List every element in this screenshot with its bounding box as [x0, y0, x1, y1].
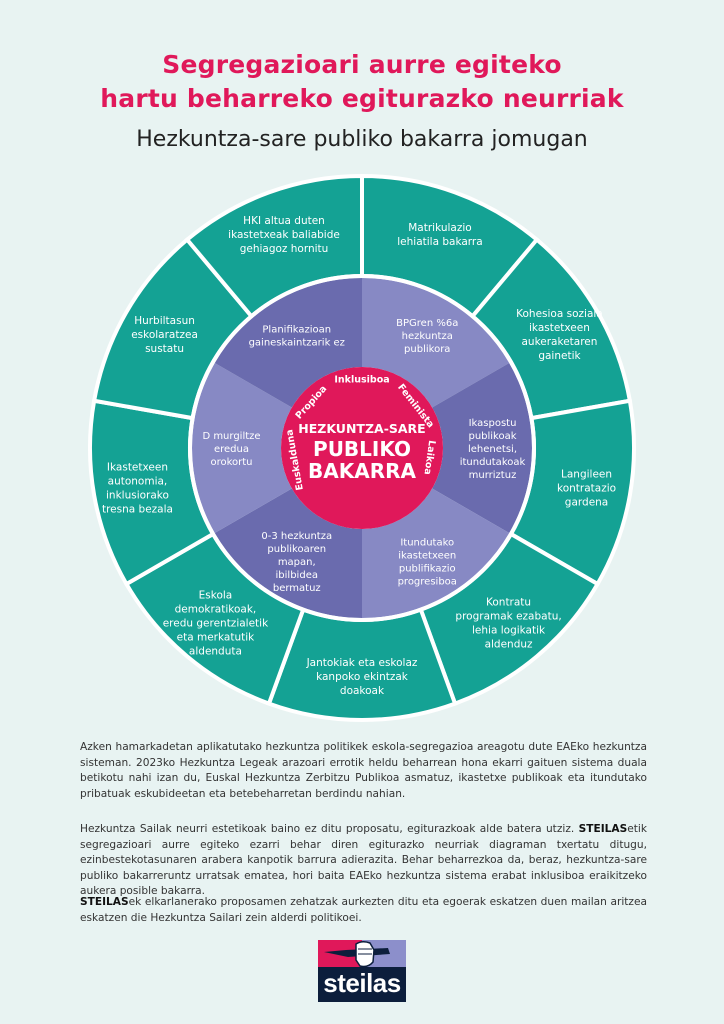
p3-text: ek elkarlanerako proposamen zehatzak aur… — [80, 896, 647, 924]
outer-segment-label: sustatu — [145, 343, 184, 355]
center-value-word: Laikoa — [421, 440, 437, 476]
title-line-2: hartu beharreko egiturazko neurriak — [100, 84, 624, 113]
outer-segment-label: lehiatila bakarra — [397, 236, 482, 248]
inner-segment-label: eredua — [214, 444, 249, 455]
outer-segment-label: Ikastetxeen — [107, 462, 168, 474]
outer-segment-label: gehiagoz hornitu — [240, 243, 329, 255]
center-value-word: Inklusiboa — [334, 375, 389, 386]
inner-segment-label: publifikazio — [399, 564, 456, 575]
subtitle: Hezkuntza-sare publiko bakarra jomugan — [136, 127, 588, 152]
inner-segment-label: publikoaren — [267, 544, 326, 555]
inner-segment-label: ikastetxeen — [398, 551, 456, 562]
outer-segment-label: aldenduta — [189, 646, 242, 658]
outer-segment-label: inklusiorako — [106, 490, 169, 502]
title-line-1: Segregazioari aurre egiteko — [162, 50, 562, 79]
outer-segment-label: eta merkatutik — [177, 632, 255, 644]
p2-text-end: etik segregazioari aurre egiteko ezarri … — [80, 823, 647, 897]
outer-segment-label: doakoak — [340, 685, 385, 697]
outer-segment-label: aukeraketaren — [521, 336, 597, 348]
inner-segment-label: Itundutako — [400, 538, 454, 549]
outer-segment-label: demokratikoak, — [175, 604, 257, 616]
p2-steilas-bold: STEILAS — [578, 823, 628, 835]
p2-text-start: Hezkuntza Sailak neurri estetikoak baino… — [80, 823, 579, 835]
inner-segment-label: hezkuntza — [402, 331, 453, 342]
outer-segment-label: Jantokiak eta eskolaz — [306, 657, 418, 669]
inner-segment-label: ibilbidea — [276, 570, 318, 581]
center-title-line-3: BAKARRA — [308, 459, 417, 483]
inner-segment-label: itundutakoak — [460, 457, 526, 468]
outer-segment-label: ikastetxeen — [529, 322, 590, 334]
outer-segment-label: Langileen — [561, 469, 612, 481]
inner-segment-label: publikora — [404, 344, 450, 355]
outer-segment-label: eskolaratzea — [131, 329, 198, 341]
inner-segment — [432, 363, 532, 533]
center-circle — [281, 367, 443, 529]
inner-segment-label: gaineskaintzarik ez — [249, 337, 345, 348]
intro-paragraph: Azken hamarkadetan aplikatutako hezkuntz… — [80, 741, 647, 800]
fist-holding-pencil-icon — [324, 940, 390, 968]
inner-segment-label: publikoak — [468, 431, 516, 442]
p3-steilas-bold: STEILAS — [80, 896, 129, 908]
inner-segment-label: 0-3 hezkuntza — [261, 531, 332, 542]
inner-segment — [362, 278, 510, 408]
inner-segment — [362, 488, 510, 618]
inner-segment — [192, 363, 292, 533]
outer-segment-label: Kontratu — [486, 597, 531, 609]
outer-segment-label: kanpoko ekintzak — [316, 671, 409, 683]
outer-segment-label: Eskola — [199, 590, 233, 602]
inner-segment-label: Ikaspostu — [469, 418, 517, 429]
outer-segment-label: ikastetxeak baliabide — [228, 229, 340, 241]
inner-segment-label: D murgiltze — [202, 431, 260, 442]
inner-segment — [214, 278, 362, 408]
outer-segment-label: HKI altua duten — [243, 215, 325, 227]
outer-segment-label: autonomia, — [108, 476, 168, 488]
logo-text: steilas — [323, 968, 401, 998]
center-title-line-2: PUBLIKO — [313, 437, 411, 461]
inner-segment-label: BPGren %6a — [396, 318, 458, 329]
inner-segment-label: murriztuz — [469, 470, 517, 481]
outer-segment-label: Hurbiltasun — [134, 315, 195, 327]
inner-ring-border — [188, 274, 536, 622]
outer-segment-label: Kohesioa soziala — [516, 308, 603, 320]
center-title-line-1: HEZKUNTZA-SARE — [298, 421, 425, 436]
inner-segment — [214, 488, 362, 618]
outer-segment-label: gardena — [565, 497, 608, 509]
outer-segment-label: tresna bezala — [102, 504, 173, 516]
inner-segment-label: mapan, — [278, 557, 316, 568]
outer-segment-label: programak ezabatu, — [455, 611, 561, 623]
inner-segment-label: orokortu — [210, 457, 252, 468]
steilas-logo: steilas — [318, 940, 406, 1002]
inner-segment-label: bermatuz — [273, 583, 321, 594]
inner-segment-label: Planifikazioan — [262, 324, 331, 335]
outer-segment-label: gainetik — [538, 350, 581, 362]
outer-segment-label: eredu gerentzialetik — [163, 618, 269, 630]
outer-segment-label: kontratazio — [557, 483, 616, 495]
inner-segment-label: lehenetsi, — [468, 444, 517, 455]
closing-paragraph: STEILASek elkarlanerako proposamen zehat… — [80, 895, 647, 926]
outer-segment-label: aldenduz — [485, 639, 533, 651]
proposal-paragraph: Hezkuntza Sailak neurri estetikoak baino… — [80, 822, 647, 900]
inner-segment-label: progresiboa — [398, 577, 457, 588]
outer-segment-label: lehia logikatik — [472, 625, 546, 637]
outer-segment-label: Matrikulazio — [408, 222, 471, 234]
